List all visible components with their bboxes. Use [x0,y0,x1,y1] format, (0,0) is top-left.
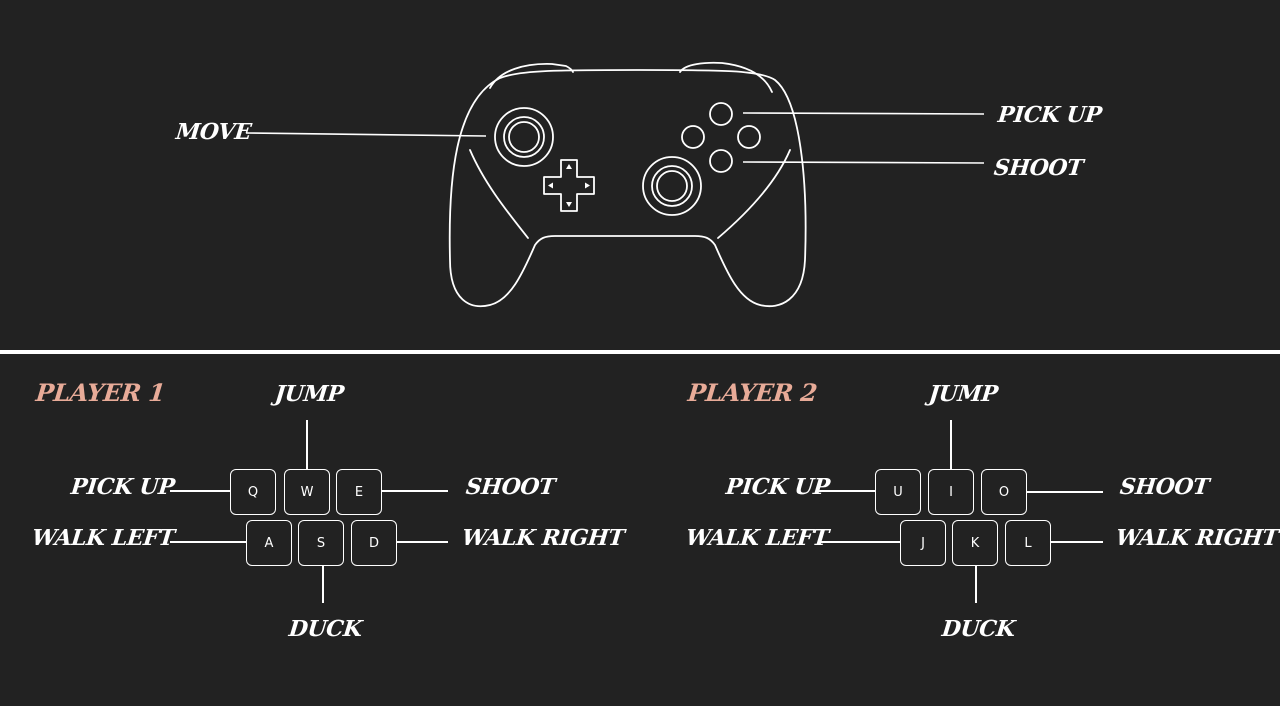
gamepad-controller-icon [245,61,985,307]
key-l: L [1005,520,1051,566]
player2-pickup-line [818,490,875,492]
player1-jump-label: JUMP [273,381,345,407]
player2-walk-right-label: WALK RIGHT [1114,525,1280,551]
player2-duck-label: DUCK [940,616,1017,642]
key-w: W [284,469,330,515]
key-a: A [246,520,292,566]
player2-pickup-label: PICK UP [724,474,831,500]
key-q: Q [230,469,276,515]
player1-title: PLAYER 1 [34,378,167,407]
player2-shoot-label: SHOOT [1118,474,1211,500]
player1-shoot-line [382,490,448,492]
move-label: MOVE [174,119,253,145]
section-divider [0,350,1280,354]
player1-walk-left-line [170,541,246,543]
player1-duck-line [322,566,324,603]
key-o: O [981,469,1027,515]
player2-walk-right-line [1051,541,1103,543]
key-i: I [928,469,974,515]
key-u: U [875,469,921,515]
shoot-label: SHOOT [992,155,1085,181]
player1-walk-right-label: WALK RIGHT [460,525,626,551]
key-e: E [336,469,382,515]
player2-jump-label: JUMP [927,381,999,407]
key-s: S [298,520,344,566]
key-k: K [952,520,998,566]
key-d: D [351,520,397,566]
player1-jump-line [306,420,308,469]
player2-walk-left-label: WALK LEFT [684,525,830,551]
player1-duck-label: DUCK [287,616,364,642]
key-j: J [900,520,946,566]
pick-up-label: PICK UP [996,102,1103,128]
player1-shoot-label: SHOOT [464,474,557,500]
player2-duck-line [975,566,977,603]
player1-walk-right-line [397,541,448,543]
player1-pickup-line [170,490,230,492]
player2-walk-left-line [818,541,900,543]
player1-walk-left-label: WALK LEFT [30,525,176,551]
player2-shoot-line [1027,491,1103,493]
player2-jump-line [950,420,952,469]
player1-pickup-label: PICK UP [69,474,176,500]
player2-title: PLAYER 2 [686,378,819,407]
